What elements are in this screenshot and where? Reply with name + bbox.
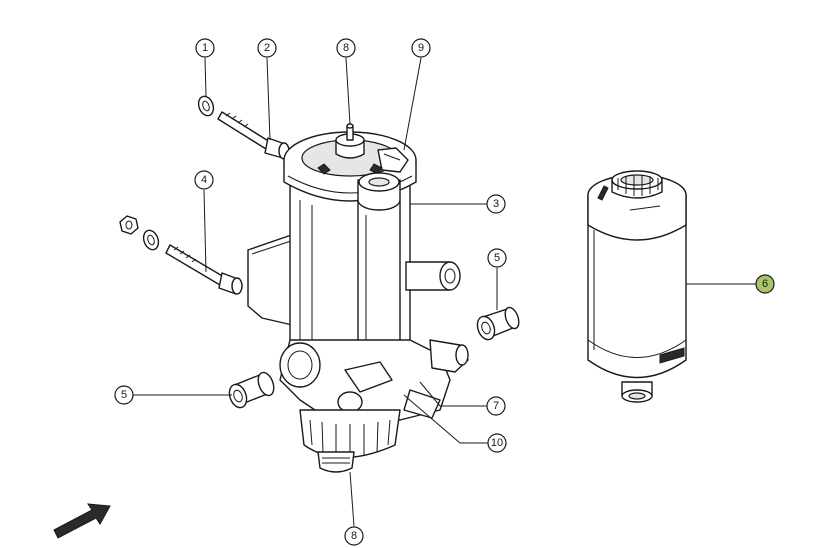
callout-label: 10 <box>491 437 503 449</box>
callout-7: 7 <box>486 396 506 416</box>
valve-block <box>279 339 469 421</box>
callout-label: 6 <box>762 278 768 290</box>
callout-6: 6 <box>755 274 775 294</box>
nut-and-washer <box>119 215 160 251</box>
callout-label: 1 <box>202 42 208 54</box>
callout-label: 5 <box>494 252 500 264</box>
callout-label: 8 <box>343 42 349 54</box>
filter-housing <box>247 123 461 359</box>
callout-label: 7 <box>493 400 499 412</box>
fitting-left <box>228 371 275 409</box>
callout-5-right: 5 <box>487 248 507 268</box>
callout-label: 9 <box>418 42 424 54</box>
callout-10: 10 <box>487 433 507 453</box>
callout-8-top: 8 <box>336 38 356 58</box>
callout-label: 2 <box>264 42 270 54</box>
bolt-part-long <box>165 244 243 295</box>
callout-5-left: 5 <box>114 385 134 405</box>
fitting-right <box>476 306 520 341</box>
callout-9: 9 <box>411 38 431 58</box>
arrow-icon <box>53 503 111 539</box>
bottom-bowl <box>299 409 401 473</box>
callout-label: 4 <box>201 174 207 186</box>
callout-3: 3 <box>486 194 506 214</box>
filter-cartridge <box>587 170 687 403</box>
callout-8-bottom: 8 <box>344 526 364 546</box>
callout-label: 8 <box>351 530 357 542</box>
leader-lines <box>133 57 756 527</box>
sight-tube <box>357 172 401 369</box>
washer-part <box>197 95 215 117</box>
callout-2: 2 <box>257 38 277 58</box>
callout-label: 5 <box>121 389 127 401</box>
callout-label: 3 <box>493 198 499 210</box>
bolt-part-top <box>217 111 290 160</box>
callout-4: 4 <box>194 170 214 190</box>
callout-1: 1 <box>195 38 215 58</box>
